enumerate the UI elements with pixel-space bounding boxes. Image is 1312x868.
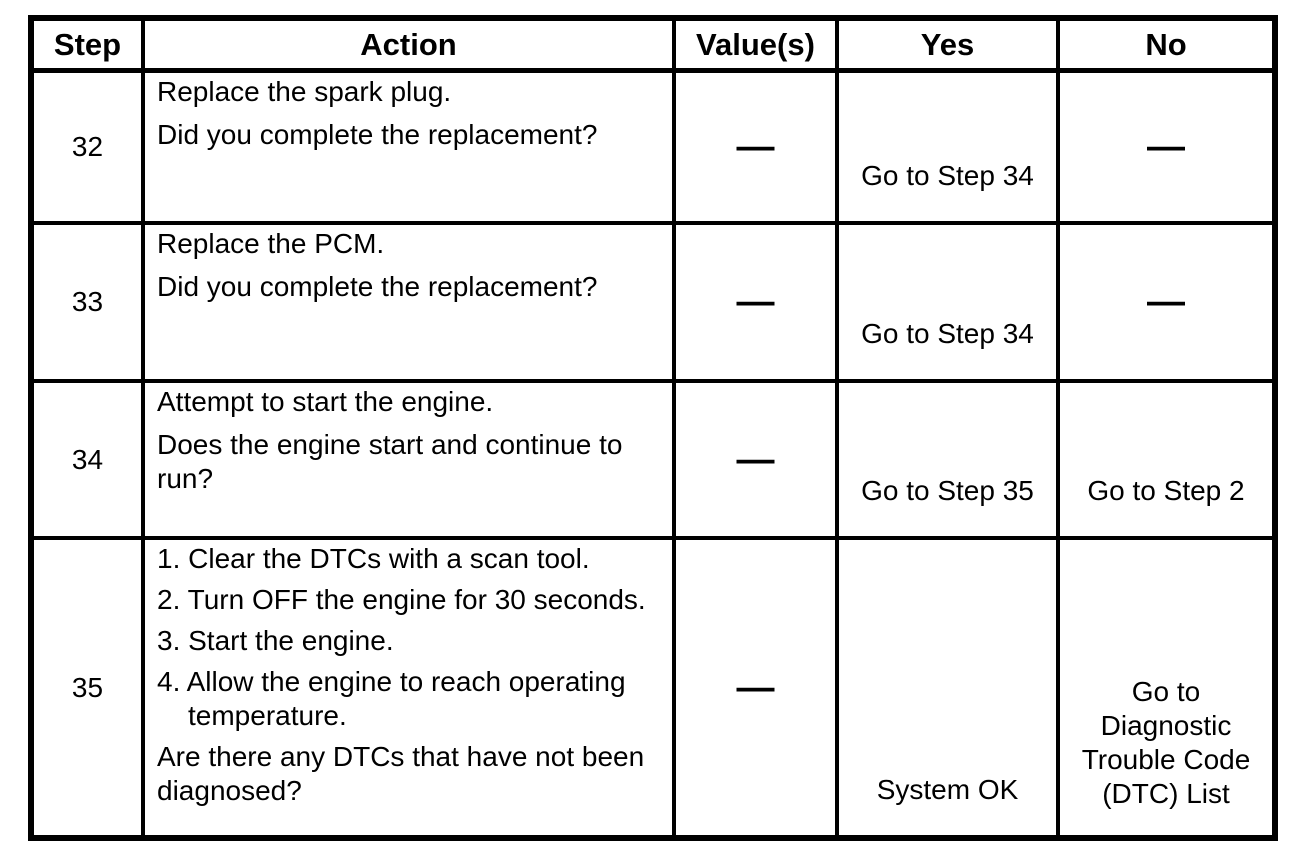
action-cell: Replace the spark plug. Did you complete… [145,73,676,225]
action-paragraph: Attempt to start the engine. [157,386,494,417]
yes-goto-text: Go to Step 35 [861,475,1034,506]
step-number-cell: 32 [34,73,145,225]
value-dash: — [736,438,775,481]
values-cell: — [676,383,839,540]
header-action-label: Action [360,27,457,62]
header-values-label: Value(s) [696,27,815,62]
action-cell: Replace the PCM. Did you complete the re… [145,225,676,383]
step-number: 35 [71,671,104,703]
no-cell: Go to Diagnostic Trouble Code (DTC) List [1060,540,1272,835]
no-cell: Go to Step 2 [1060,383,1272,540]
no-goto-text: Go to Diagnostic Trouble Code (DTC) List [1081,676,1251,809]
header-no-label: No [1145,27,1187,62]
diagnostic-table: Step Action Value(s) Yes No 32 Replace t… [28,15,1278,841]
step-number: 33 [71,286,104,317]
action-question: Are there any DTCs that have not been di… [157,741,645,806]
action-question: Did you complete the replacement? [157,119,598,150]
no-cell: — [1060,73,1272,225]
action-paragraph: Replace the PCM. [157,228,385,259]
no-cell: — [1060,225,1272,383]
step-number-cell: 33 [34,225,145,383]
yes-cell: System OK [839,540,1060,835]
header-yes-label: Yes [920,27,975,62]
header-cell-no: No [1060,21,1272,73]
yes-cell: Go to Step 35 [839,383,1060,540]
header-cell-values: Value(s) [676,21,839,73]
values-cell: — [676,540,839,835]
action-question: Did you complete the replacement? [157,271,598,302]
action-list-item: 2. Turn OFF the engine for 30 seconds. [157,584,646,615]
header-step-label: Step [53,27,122,62]
yes-goto-text: Go to Step 34 [861,160,1034,191]
yes-cell: Go to Step 34 [839,73,1060,225]
header-cell-action: Action [145,21,676,73]
step-number: 32 [71,131,104,162]
yes-result-text: System OK [876,774,1019,805]
value-dash: — [736,666,775,709]
header-cell-yes: Yes [839,21,1060,73]
step-number: 34 [71,443,104,475]
yes-goto-text: Go to Step 34 [861,318,1034,349]
no-goto-text: Go to Step 2 [1087,475,1245,506]
action-cell: Attempt to start the engine. Does the en… [145,383,676,540]
value-dash: — [736,126,775,168]
step-number-cell: 34 [34,383,145,540]
action-cell: 1. Clear the DTCs with a scan tool. 2. T… [145,540,676,835]
step-number-cell: 35 [34,540,145,835]
values-cell: — [676,225,839,383]
no-dash: — [1147,126,1185,168]
action-question: Does the engine start and continue to ru… [157,429,623,494]
action-list-item: 1. Clear the DTCs with a scan tool. [157,543,590,574]
action-list-item: 4. Allow the engine to reach operating t… [157,666,626,731]
action-paragraph: Replace the spark plug. [157,76,452,107]
values-cell: — [676,73,839,225]
action-list-item: 3. Start the engine. [157,625,394,656]
yes-cell: Go to Step 34 [839,225,1060,383]
header-cell-step: Step [34,21,145,73]
value-dash: — [736,281,775,323]
no-dash: — [1147,281,1185,323]
